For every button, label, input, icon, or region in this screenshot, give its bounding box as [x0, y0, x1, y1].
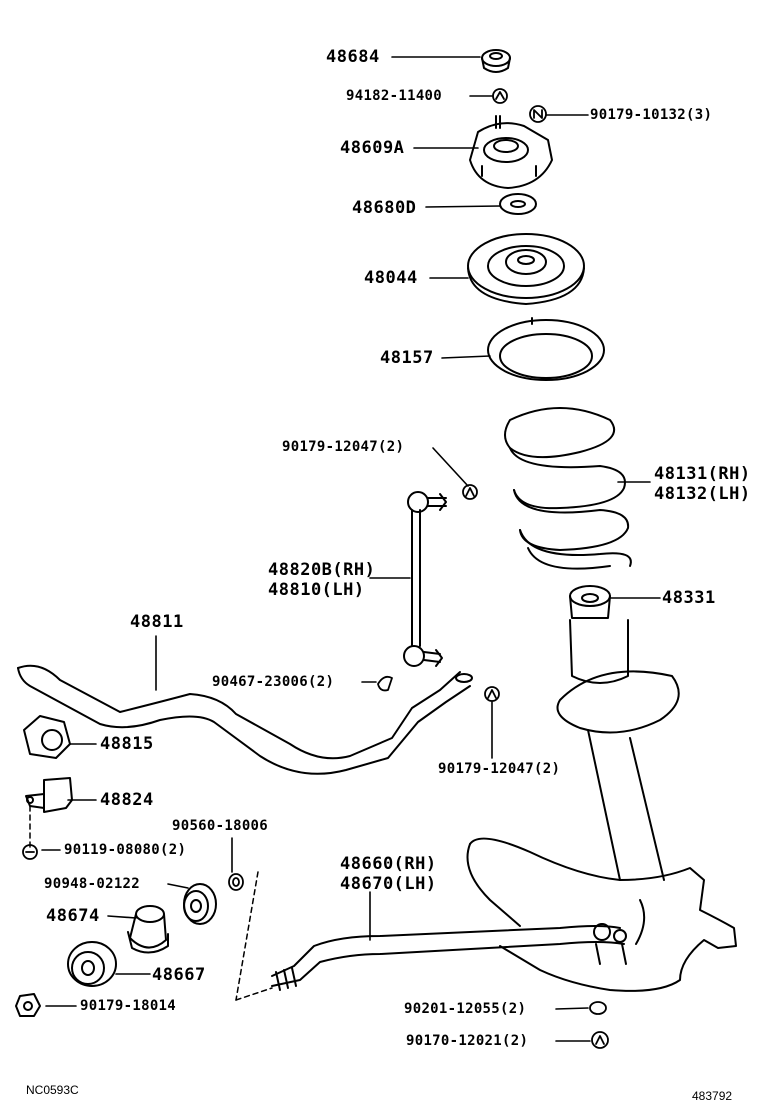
coil-spring-48131	[504, 407, 632, 570]
label-48131: 48131(RH)	[654, 464, 751, 484]
stabilizer-link-48820B	[403, 491, 447, 667]
label-48674: 48674	[46, 906, 100, 926]
label-48670: 48670(LH)	[340, 874, 437, 894]
dashed-guides	[29, 805, 273, 1001]
label-48824: 48824	[100, 790, 154, 810]
nut-90201	[589, 1001, 607, 1015]
dust-cap-48684	[481, 49, 511, 73]
label-90119-08080: 90119-08080(2)	[64, 842, 187, 858]
label-48132: 48132(LH)	[654, 484, 751, 504]
label-48820B: 48820B(RH)	[268, 560, 376, 580]
collar-90560	[228, 873, 244, 891]
label-48684: 48684	[326, 47, 380, 67]
label-48815: 48815	[100, 734, 154, 754]
label-90170-12021: 90170-12021(2)	[406, 1033, 529, 1049]
bushing-48667	[67, 941, 117, 987]
label-48609A: 48609A	[340, 138, 405, 158]
nut-90179-12047-bottom	[484, 686, 500, 702]
label-48660-48670: 48660(RH) 48670(LH)	[340, 854, 437, 894]
leader-lines	[41, 56, 661, 1042]
bolt-90119	[22, 844, 38, 860]
strut-shock	[556, 619, 680, 881]
label-90179-12047-bottom: 90179-12047(2)	[438, 761, 561, 777]
label-90179-10132: 90179-10132(3)	[590, 107, 713, 123]
stabilizer-bar-48811	[17, 664, 473, 775]
label-90179-12047-top: 90179-12047(2)	[282, 439, 405, 455]
insulator-48157	[487, 317, 605, 381]
steering-knuckle	[466, 837, 737, 992]
label-48820B-48810: 48820B(RH) 48810(LH)	[268, 560, 375, 600]
clip-90467	[377, 675, 393, 692]
label-48331: 48331	[662, 588, 716, 608]
strut-support-48609A	[469, 115, 553, 189]
label-48667: 48667	[152, 965, 206, 985]
label-48810: 48810(LH)	[268, 580, 365, 600]
bushing-90948	[183, 883, 217, 925]
label-90467-23006: 90467-23006(2)	[212, 674, 335, 690]
label-90201-12055: 90201-12055(2)	[404, 1001, 527, 1017]
label-48044: 48044	[364, 268, 418, 288]
nut-90179-12047-top	[462, 484, 478, 500]
label-90179-18014: 90179-18014	[80, 998, 177, 1014]
bump-stopper-48331	[569, 585, 611, 619]
nut-94182	[492, 88, 508, 104]
bushing-48815	[23, 715, 71, 759]
lower-arm-48660	[271, 923, 627, 991]
nut-90170	[591, 1031, 609, 1049]
bracket-48824	[25, 777, 73, 813]
upper-seat-48044	[467, 233, 585, 305]
nut-90179-10132	[529, 105, 547, 123]
label-48157: 48157	[380, 348, 434, 368]
label-90948-02122: 90948-02122	[44, 876, 141, 892]
label-48811: 48811	[130, 612, 184, 632]
diagram-code-left: NC0593C	[26, 1083, 79, 1097]
nut-90179-18014	[15, 993, 41, 1017]
bushing-48674	[127, 905, 169, 954]
label-48660: 48660(RH)	[340, 854, 437, 874]
diagram-code-right: 483792	[692, 1089, 733, 1103]
label-90560-18006: 90560-18006	[172, 818, 269, 834]
bearing-48680D	[499, 193, 537, 215]
label-94182-11400: 94182-11400	[346, 88, 443, 104]
label-48680D: 48680D	[352, 198, 417, 218]
label-48131-48132: 48131(RH) 48132(LH)	[654, 464, 751, 504]
